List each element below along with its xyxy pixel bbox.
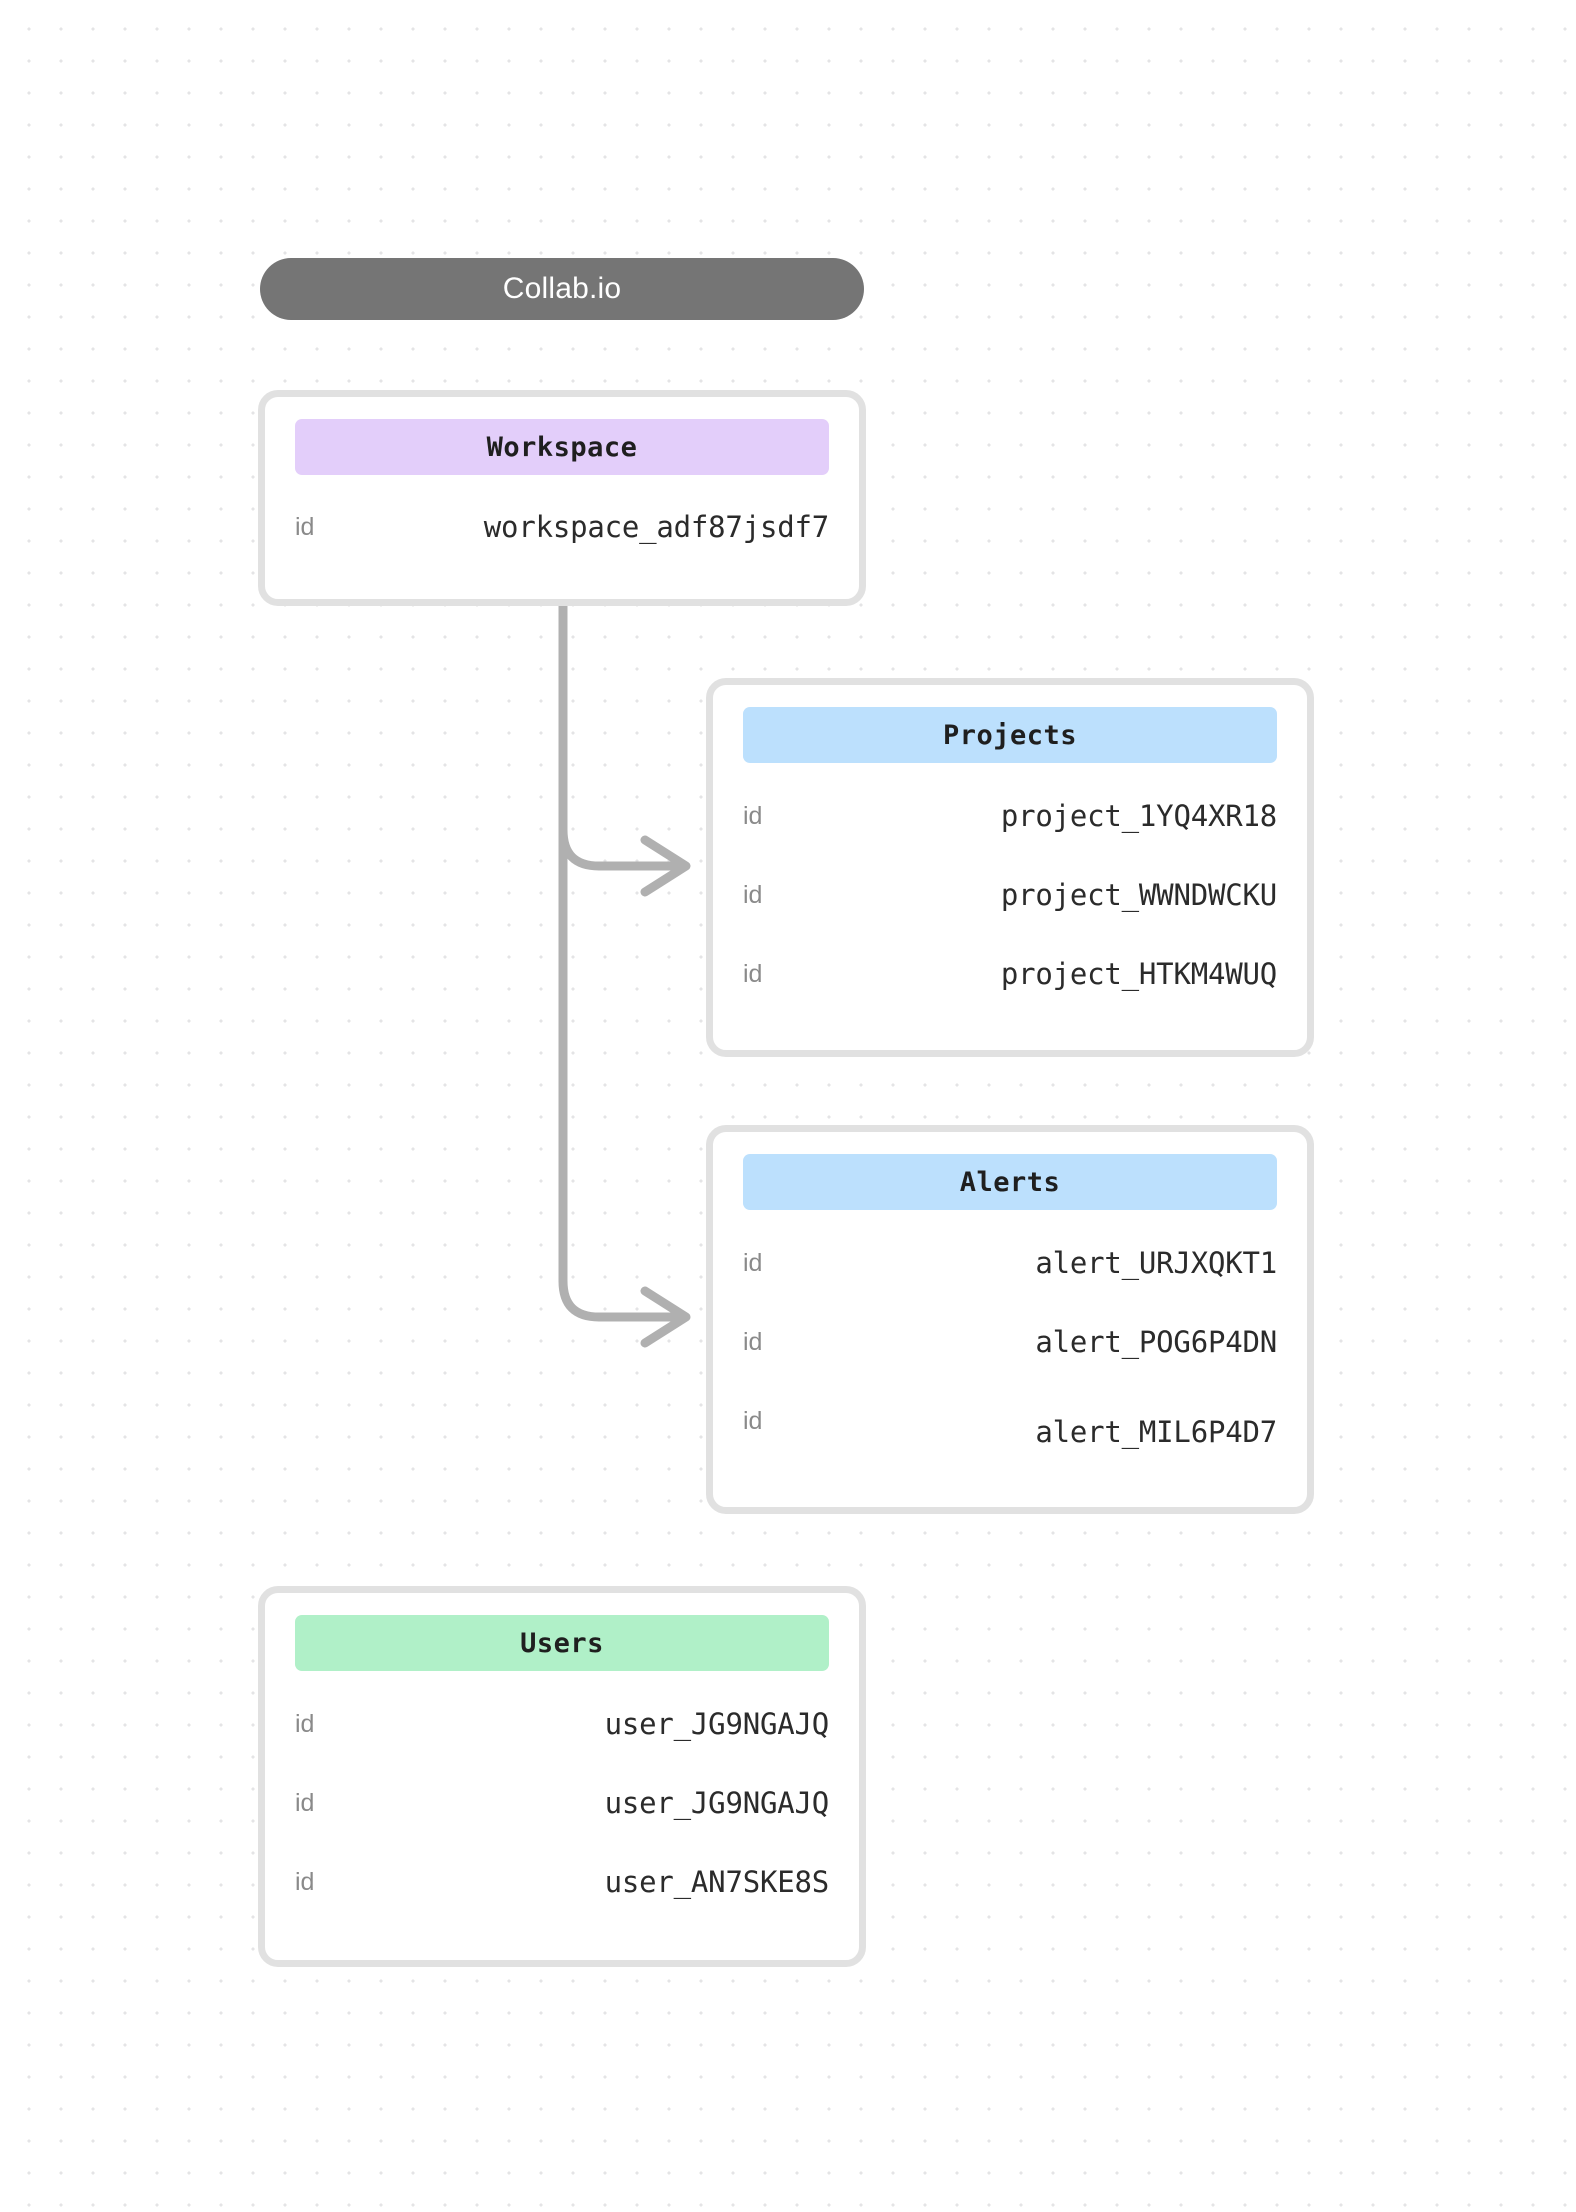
entity-header-workspace: Workspace bbox=[295, 419, 829, 475]
entity-field-row: id alert_MIL6P4D7 bbox=[743, 1382, 1277, 1461]
entity-field-row: id user_JG9NGAJQ bbox=[295, 1764, 829, 1843]
entity-field-row: id alert_URJXQKT1 bbox=[743, 1224, 1277, 1303]
field-key: id bbox=[295, 1868, 315, 1896]
entity-header-label: Alerts bbox=[959, 1166, 1061, 1198]
field-value: project_HTKM4WUQ bbox=[1000, 957, 1277, 991]
entity-field-row: id user_JG9NGAJQ bbox=[295, 1685, 829, 1764]
entity-field-row: id project_WWNDWCKU bbox=[743, 856, 1277, 935]
field-key: id bbox=[743, 1249, 763, 1277]
entity-card-workspace[interactable]: Workspace id workspace_adf87jsdf7 bbox=[258, 390, 866, 606]
entity-card-alerts[interactable]: Alerts id alert_URJXQKT1 id alert_POG6P4… bbox=[706, 1125, 1314, 1514]
field-key: id bbox=[295, 512, 315, 541]
entity-field-row: id project_1YQ4XR18 bbox=[743, 777, 1277, 856]
entity-header-label: Users bbox=[520, 1627, 604, 1659]
field-key: id bbox=[743, 802, 763, 830]
arrowhead-projects-icon bbox=[640, 835, 691, 897]
entity-header-projects: Projects bbox=[743, 707, 1277, 763]
entity-card-users[interactable]: Users id user_JG9NGAJQ id user_JG9NGAJQ … bbox=[258, 1586, 866, 1967]
entity-card-body: Alerts id alert_URJXQKT1 id alert_POG6P4… bbox=[713, 1132, 1307, 1507]
entity-field-row: id project_HTKM4WUQ bbox=[743, 935, 1277, 1014]
field-key: id bbox=[743, 960, 763, 988]
diagram-title-label: Collab.io bbox=[502, 272, 622, 305]
entity-header-users: Users bbox=[295, 1615, 829, 1671]
field-value: alert_POG6P4DN bbox=[1035, 1325, 1277, 1359]
field-key: id bbox=[743, 1407, 763, 1435]
field-value: project_WWNDWCKU bbox=[1000, 878, 1277, 912]
diagram-title-pill[interactable]: Collab.io bbox=[260, 258, 864, 320]
field-key: id bbox=[743, 881, 763, 909]
field-value: user_AN7SKE8S bbox=[604, 1865, 830, 1899]
entity-header-alerts: Alerts bbox=[743, 1154, 1277, 1210]
field-key: id bbox=[295, 1710, 315, 1738]
connector-workspace-to-projects bbox=[558, 601, 680, 871]
connector-workspace-to-alerts bbox=[558, 601, 680, 1322]
field-value: user_JG9NGAJQ bbox=[604, 1707, 830, 1741]
field-key: id bbox=[743, 1328, 763, 1356]
field-value: alert_MIL6P4D7 bbox=[1035, 1415, 1277, 1449]
field-value: alert_URJXQKT1 bbox=[1035, 1246, 1277, 1280]
field-value: project_1YQ4XR18 bbox=[1000, 799, 1277, 833]
entity-field-row: id user_AN7SKE8S bbox=[295, 1843, 829, 1922]
entity-field-row: id workspace_adf87jsdf7 bbox=[295, 489, 829, 565]
entity-field-row: id alert_POG6P4DN bbox=[743, 1303, 1277, 1382]
entity-card-body: Projects id project_1YQ4XR18 id project_… bbox=[713, 685, 1307, 1050]
entity-header-label: Projects bbox=[942, 719, 1078, 751]
field-key: id bbox=[295, 1789, 315, 1817]
field-value: user_JG9NGAJQ bbox=[604, 1786, 830, 1820]
field-value: workspace_adf87jsdf7 bbox=[483, 509, 829, 544]
entity-card-body: Users id user_JG9NGAJQ id user_JG9NGAJQ … bbox=[265, 1593, 859, 1960]
entity-card-projects[interactable]: Projects id project_1YQ4XR18 id project_… bbox=[706, 678, 1314, 1057]
entity-header-label: Workspace bbox=[486, 431, 638, 463]
entity-card-body: Workspace id workspace_adf87jsdf7 bbox=[265, 397, 859, 599]
arrowhead-alerts-icon bbox=[640, 1286, 691, 1348]
